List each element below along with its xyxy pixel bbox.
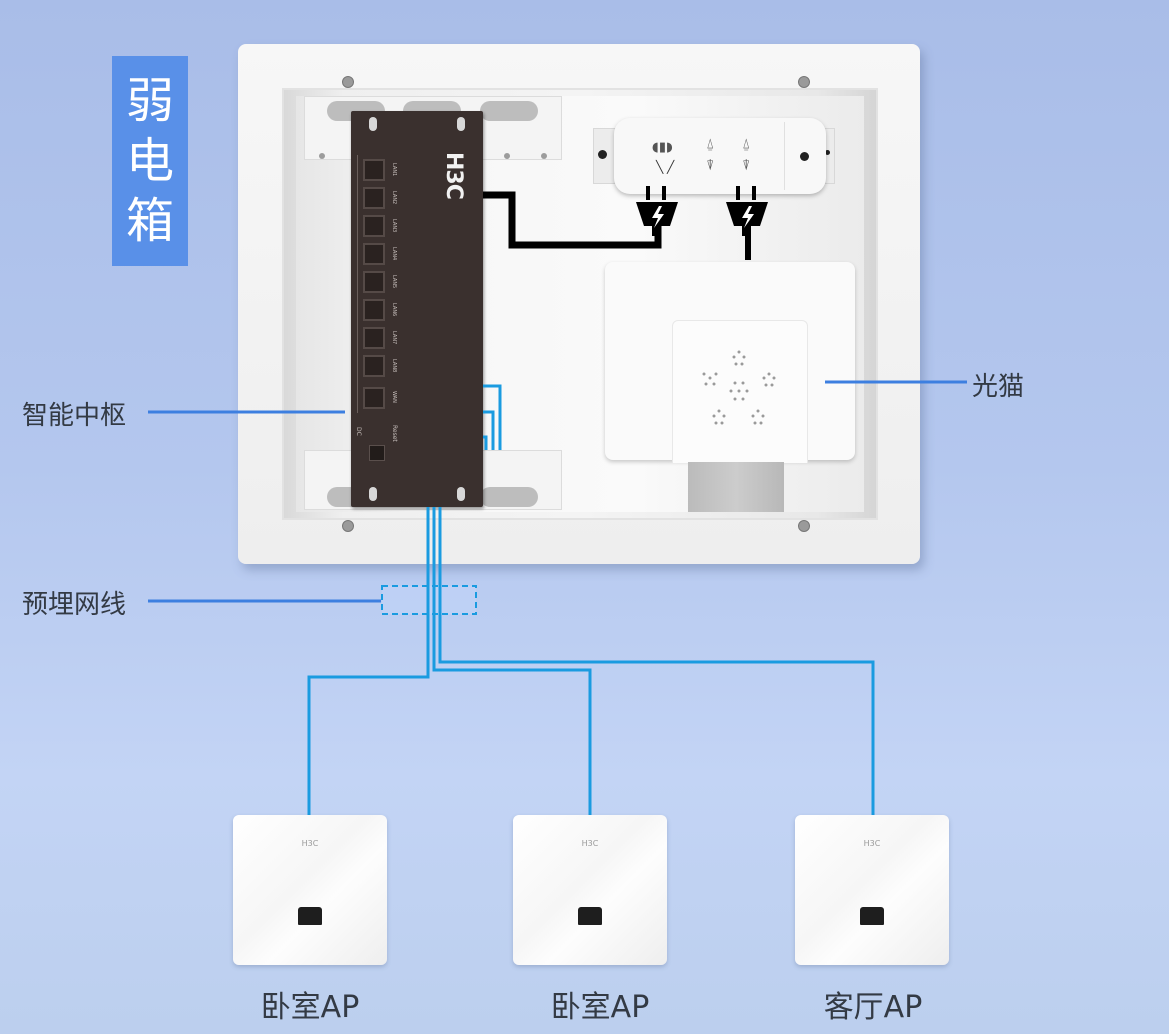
- rj45-port-icon: [363, 215, 385, 237]
- ap-brand-logo: H3C: [301, 839, 319, 848]
- outlet-icon: ⍒: [706, 158, 715, 174]
- callout-label-modem: 光猫: [972, 372, 1025, 402]
- port-label: WAN: [391, 391, 397, 403]
- port-label: LAN1: [391, 163, 397, 177]
- title-char: 箱: [125, 193, 174, 249]
- mount-hole: [457, 117, 465, 131]
- rj45-port-icon: [363, 327, 385, 349]
- rj45-port-icon: [363, 299, 385, 321]
- outlet-icon: ⍙: [742, 136, 751, 152]
- screw: [800, 152, 809, 161]
- ap-label: 卧室AP: [550, 990, 650, 1025]
- screw: [342, 520, 354, 532]
- rj45-port-icon: [298, 907, 322, 925]
- ap-brand-logo: H3C: [863, 839, 881, 848]
- screw: [342, 76, 354, 88]
- conduit-dashed-box: [381, 585, 477, 615]
- cable-slot: [480, 487, 538, 507]
- h3c-logo: H3C: [441, 152, 466, 199]
- port-label: LAN3: [391, 219, 397, 233]
- title-char: 弱: [125, 73, 174, 129]
- dc-label: DC: [355, 427, 362, 436]
- ap-label: 客厅AP: [823, 990, 923, 1025]
- ap-label: 卧室AP: [260, 990, 360, 1025]
- rj45-port-icon: [363, 187, 385, 209]
- outlet-icon: ⍒: [742, 158, 751, 174]
- port-label: LAN6: [391, 303, 397, 317]
- title-badge: 弱 电 箱: [112, 56, 188, 266]
- modem-bracket: [688, 462, 784, 512]
- mount-hole: [369, 487, 377, 501]
- poe-bracket-line: [357, 155, 358, 413]
- screw: [598, 150, 607, 159]
- rj45-port-icon: [363, 355, 385, 377]
- rj45-port-icon: [363, 387, 385, 409]
- power-strip: ◖▮◗ ╲ ╱ ⍙ ⍒ ⍙ ⍒: [614, 118, 826, 194]
- universal-outlet-icon: ◖▮◗: [652, 140, 673, 155]
- access-point: H3C: [513, 815, 667, 965]
- port-label: LAN7: [391, 331, 397, 345]
- smart-hub-switch: LAN1 LAN2 LAN3 LAN4 LAN5 LAN6 LAN7 LAN8 …: [351, 111, 483, 507]
- rj45-port-icon: [363, 271, 385, 293]
- reset-label: Reset: [391, 425, 398, 442]
- screw: [798, 76, 810, 88]
- port-label: LAN4: [391, 247, 397, 261]
- screw: [825, 150, 830, 155]
- mount-hole: [504, 153, 510, 159]
- ap-brand-logo: H3C: [581, 839, 599, 848]
- mount-hole: [541, 153, 547, 159]
- callout-label-cable: 预埋网线: [22, 590, 127, 620]
- rj45-port-icon: [860, 907, 884, 925]
- rj45-port-icon: [363, 243, 385, 265]
- mount-hole: [319, 153, 325, 159]
- cable-slot: [480, 101, 538, 121]
- outlet-pins-icon: ╲ ╱: [656, 160, 675, 174]
- screw: [798, 520, 810, 532]
- rj45-port-icon: [578, 907, 602, 925]
- modem-front-panel: [672, 320, 808, 463]
- port-label: LAN8: [391, 359, 397, 373]
- switch-divider: [784, 122, 785, 190]
- access-point: H3C: [233, 815, 387, 965]
- dc-jack-icon: [369, 445, 385, 461]
- mount-hole: [369, 117, 377, 131]
- rj45-port-icon: [363, 159, 385, 181]
- port-label: LAN2: [391, 191, 397, 205]
- title-char: 电: [125, 133, 174, 189]
- callout-label-hub: 智能中枢: [22, 401, 127, 431]
- outlet-icon: ⍙: [706, 136, 715, 152]
- mount-hole: [457, 487, 465, 501]
- access-point: H3C: [795, 815, 949, 965]
- port-label: LAN5: [391, 275, 397, 289]
